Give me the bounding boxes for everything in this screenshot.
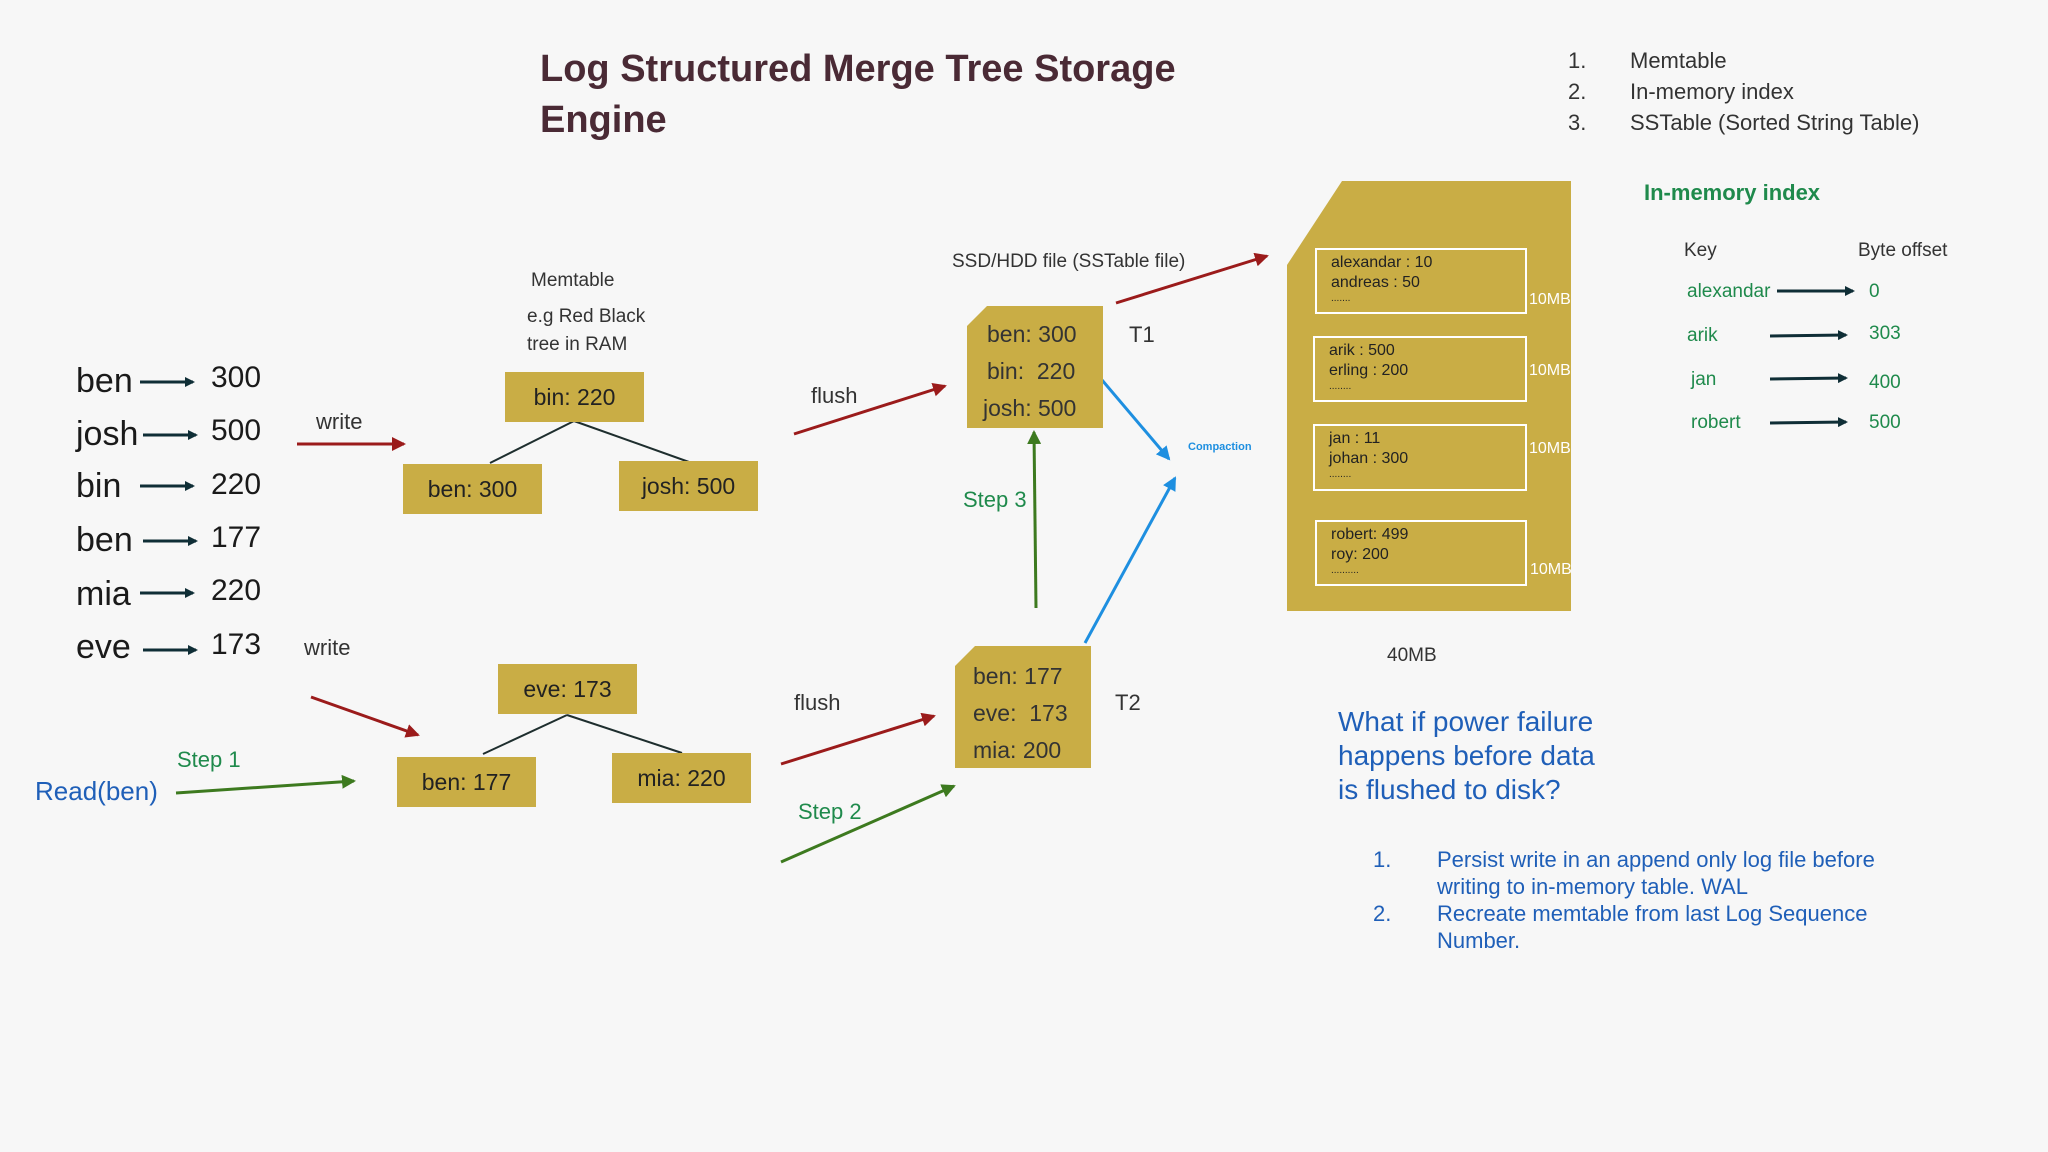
tree-node-root: eve: 173 <box>498 664 637 714</box>
sstable-t2-label: T2 <box>1115 690 1141 715</box>
compaction-label: Compaction <box>1188 441 1252 453</box>
sstable-segment: jan : 11 johan : 300 ........ <box>1313 424 1527 491</box>
answer-text: Number. <box>1437 928 1521 953</box>
components-list: 1. Memtable 2. In-memory index 3. SSTabl… <box>1568 48 1920 135</box>
step2-label: Step 2 <box>798 799 862 824</box>
memtable-desc: tree in RAM <box>527 334 628 355</box>
write-value: 220 <box>211 468 262 501</box>
answer-text: writing to in-memory table. WAL <box>1437 874 1748 899</box>
write-key: eve <box>76 628 131 666</box>
answer-text: Persist write in an append only log file… <box>1437 847 1875 872</box>
write-key: ben <box>76 362 133 400</box>
flush-label: flush <box>794 690 841 715</box>
write-value: 173 <box>211 628 262 661</box>
write-key: josh <box>76 415 139 453</box>
index-offset: 500 <box>1869 412 1901 433</box>
write-label: write <box>316 409 363 434</box>
tree-node-right: josh: 500 <box>619 461 758 511</box>
index-key: robert <box>1691 412 1741 433</box>
segment-size: 10MB <box>1529 291 1571 308</box>
tree-node-root: bin: 220 <box>505 372 644 422</box>
index-title: In-memory index <box>1644 180 1821 205</box>
sstable-entry: mia: 200 <box>973 737 1062 763</box>
sstable-t2: ben: 177 eve: 173 mia: 200 <box>955 646 1091 768</box>
index-offset: 0 <box>1869 281 1880 302</box>
index-offset: 400 <box>1869 372 1901 393</box>
index-key: jan <box>1691 369 1717 390</box>
sstable-entry: bin: 220 <box>987 358 1076 384</box>
write-label: write <box>304 635 351 660</box>
answer-num: 2. <box>1373 901 1392 926</box>
sstable-file-shape <box>1287 181 1571 611</box>
write-arrows <box>140 377 198 655</box>
flush-label: flush <box>811 383 858 408</box>
write-value: 220 <box>211 574 262 607</box>
tree-node-left: ben: 300 <box>403 464 542 514</box>
segment-size: 10MB <box>1530 561 1572 578</box>
step3-label: Step 3 <box>963 487 1027 512</box>
segment-size: 10MB <box>1529 362 1571 379</box>
write-key: bin <box>76 467 122 505</box>
total-size: 40MB <box>1387 645 1437 666</box>
sstable-segment: robert: 499 roy: 200 .......... <box>1315 520 1527 586</box>
index-key: arik <box>1687 325 1718 346</box>
index-key-header: Key <box>1684 240 1717 261</box>
memtable-label: Memtable <box>531 270 615 291</box>
sstable-entry: ben: 300 <box>987 321 1077 347</box>
sstable-file-label: SSD/HDD file (SSTable file) <box>952 251 1186 272</box>
write-value: 500 <box>211 414 262 447</box>
power-failure-answers: 1. Persist write in an append only log f… <box>1373 846 2013 956</box>
write-value: 300 <box>211 361 262 394</box>
sstable-segment: arik : 500 erling : 200 ........ <box>1313 336 1527 402</box>
write-key: ben <box>76 521 133 559</box>
tree-node-left: ben: 177 <box>397 757 536 807</box>
index-arrows <box>1769 286 1855 428</box>
answer-num: 1. <box>1373 847 1392 872</box>
sstable-t1-label: T1 <box>1129 322 1155 347</box>
answer-text: Recreate memtable from last Log Sequence <box>1437 901 1868 926</box>
index-offset: 303 <box>1869 323 1901 344</box>
step1-label: Step 1 <box>177 747 241 772</box>
sstable-segment: alexandar : 10 andreas : 50 ....... <box>1315 248 1527 314</box>
sstable-entry: josh: 500 <box>983 395 1077 421</box>
index-offset-header: Byte offset <box>1858 240 1948 261</box>
sstable-entry: eve: 173 <box>973 700 1068 726</box>
write-key: mia <box>76 575 131 613</box>
memtable-desc: e.g Red Black <box>527 306 646 327</box>
tree-node-right: mia: 220 <box>612 753 751 803</box>
write-value: 177 <box>211 521 262 554</box>
index-key: alexandar <box>1687 281 1771 302</box>
power-failure-question: What if power failure happens before dat… <box>1338 706 1595 805</box>
sstable-t1: ben: 300 bin: 220 josh: 500 <box>967 306 1103 428</box>
segment-size: 10MB <box>1529 440 1571 457</box>
page-title: Log Structured Merge Tree Storage Engine <box>540 48 1176 141</box>
read-label: Read(ben) <box>35 776 158 806</box>
sstable-entry: ben: 177 <box>973 663 1063 689</box>
